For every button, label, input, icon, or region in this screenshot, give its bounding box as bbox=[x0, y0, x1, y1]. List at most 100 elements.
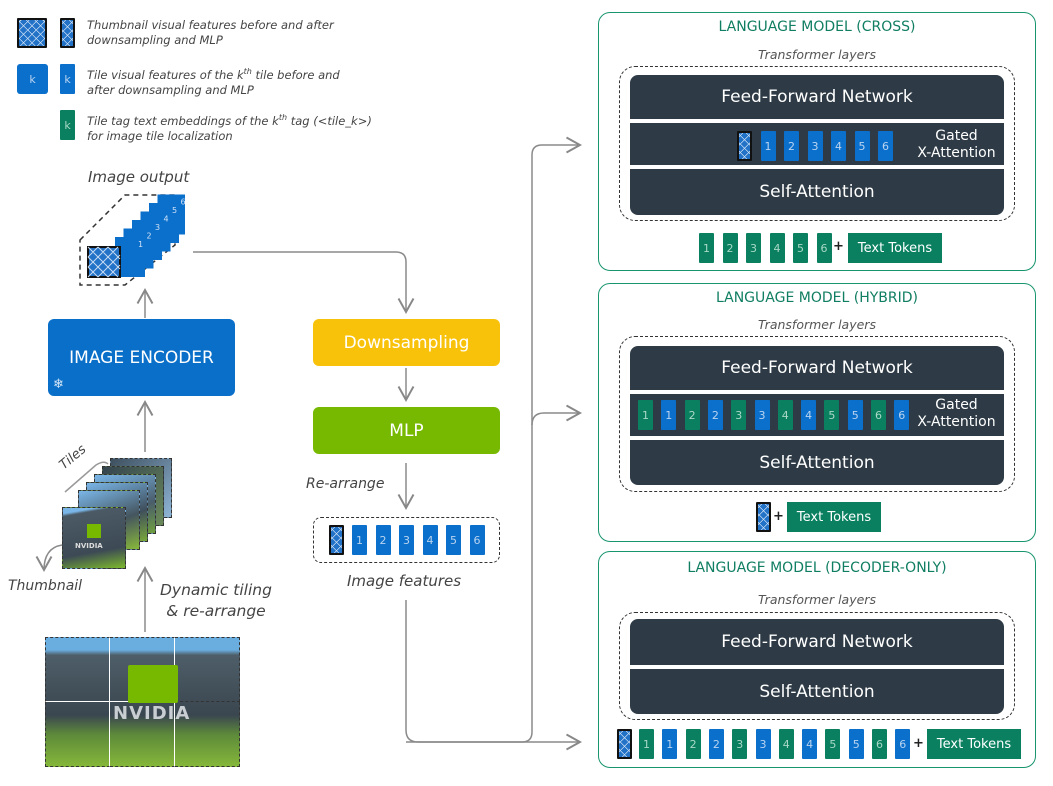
tile-token: 2 bbox=[784, 131, 799, 161]
lm-hybrid-title: LANGUAGE MODEL (HYBRID) bbox=[716, 290, 918, 306]
text-tokens: Text Tokens bbox=[787, 502, 881, 532]
transformer-layers-box bbox=[619, 66, 1015, 221]
legend-tag-text: Tile tag text embeddings of the kth tag … bbox=[87, 113, 372, 143]
thumbnail-feature-before-icon bbox=[17, 18, 47, 48]
arrow-to-hybrid bbox=[531, 404, 583, 426]
output-tile-label: 4 bbox=[164, 215, 169, 224]
image-output-label: Image output bbox=[88, 168, 190, 186]
tile-token: 1 bbox=[352, 525, 367, 555]
tile-token: 6 bbox=[469, 525, 485, 555]
output-tile-label: 2 bbox=[147, 232, 152, 241]
tile-tag-token: 6 bbox=[816, 233, 832, 263]
lm-cross-title: LANGUAGE MODEL (CROSS) bbox=[718, 19, 916, 35]
output-tile-label: 3 bbox=[155, 223, 160, 232]
tile-token: 2 bbox=[708, 729, 724, 759]
nvidia-wordmark: NVIDIA bbox=[113, 703, 191, 724]
tile-tag-token: 1 bbox=[639, 729, 654, 759]
tile-tag-token: 2 bbox=[722, 233, 738, 263]
plus-sign: + bbox=[833, 239, 844, 254]
self-attention-layer: Self-Attention bbox=[630, 440, 1004, 485]
output-tile-label: 1 bbox=[138, 240, 143, 249]
snowflake-icon: ❄ bbox=[53, 377, 64, 392]
ffn-layer: Feed-Forward Network bbox=[630, 346, 1004, 390]
tile-token: 4 bbox=[422, 525, 438, 555]
ffn-layer: Feed-Forward Network bbox=[630, 619, 1004, 665]
thumbnail-feature-after-icon bbox=[60, 18, 75, 48]
plus-sign: + bbox=[773, 509, 784, 524]
thumbnail-label: Thumbnail bbox=[8, 578, 83, 594]
tile-tag-token: 6 bbox=[871, 400, 886, 430]
tile-token: 2 bbox=[707, 400, 723, 430]
nvidia-logo-icon bbox=[128, 665, 178, 703]
legend-thumbnail-text: Thumbnail visual features before and aft… bbox=[87, 18, 334, 47]
lm-decoder-panel: LANGUAGE MODEL (DECODER-ONLY) Transforme… bbox=[598, 551, 1036, 768]
tile-token: 3 bbox=[399, 525, 414, 555]
tile-token: 1 bbox=[661, 400, 677, 430]
tiles-brace bbox=[64, 461, 109, 493]
thumbnail-tile: NVIDIA bbox=[62, 507, 126, 569]
tile-tag-token: 2 bbox=[685, 729, 701, 759]
transformer-layers-label: Transformer layers bbox=[758, 592, 876, 607]
arrow-output-to-downsampling bbox=[193, 251, 415, 315]
tile-token: 6 bbox=[878, 131, 893, 161]
arrow-branch-up bbox=[406, 136, 583, 743]
dynamic-tiling-label: Dynamic tiling & re-arrange bbox=[160, 581, 272, 620]
self-attention-layer: Self-Attention bbox=[630, 169, 1004, 215]
tile-feature-after-icon: k bbox=[60, 64, 75, 94]
lm-hybrid-panel: LANGUAGE MODEL (HYBRID) Transformer laye… bbox=[598, 283, 1036, 542]
tile-tag-token: 4 bbox=[769, 233, 785, 263]
transformer-layers-label: Transformer layers bbox=[758, 317, 876, 332]
tile-token: 5 bbox=[446, 525, 461, 555]
image-features-label: Image features bbox=[347, 572, 462, 590]
tile-tag-token: 6 bbox=[872, 729, 887, 759]
tile-token: 1 bbox=[662, 729, 678, 759]
transformer-layers-box bbox=[619, 612, 1015, 720]
thumbnail-token bbox=[737, 131, 752, 161]
mlp-label: MLP bbox=[389, 420, 424, 441]
output-tile-label: 6 bbox=[181, 198, 186, 207]
arrow-thumbnail bbox=[35, 544, 63, 573]
rearrange-label: Re-arrange bbox=[306, 476, 385, 492]
tile-tag-icon: k bbox=[60, 110, 75, 140]
tile-feature-before-icon: k bbox=[17, 64, 48, 94]
mlp-block: MLP bbox=[313, 407, 500, 454]
thumbnail-token bbox=[756, 502, 771, 532]
output-tile bbox=[157, 194, 185, 235]
text-tokens: Text Tokens bbox=[927, 729, 1021, 759]
output-tile-label: 5 bbox=[172, 206, 177, 215]
tile-token: 5 bbox=[854, 131, 870, 161]
text-tokens: Text Tokens bbox=[848, 233, 942, 263]
tile-tag-token: 4 bbox=[778, 729, 794, 759]
tile-token: 3 bbox=[754, 400, 770, 430]
image-features-box bbox=[313, 517, 500, 563]
tile-tag-token: 1 bbox=[699, 233, 714, 263]
lm-cross-panel: LANGUAGE MODEL (CROSS) Transformer layer… bbox=[598, 12, 1036, 271]
tile-token: 6 bbox=[895, 729, 911, 759]
tile-tag-token: 2 bbox=[684, 400, 700, 430]
thumbnail-token bbox=[617, 729, 632, 759]
tile-tag-token: 5 bbox=[824, 400, 840, 430]
tile-token: 6 bbox=[894, 400, 910, 430]
tile-tag-token: 3 bbox=[732, 729, 748, 759]
tile-tag-token: 1 bbox=[638, 400, 653, 430]
legend-tile-text: Tile visual features of the kth tile bef… bbox=[87, 67, 340, 97]
tile-token: 3 bbox=[755, 729, 771, 759]
ffn-layer: Feed-Forward Network bbox=[630, 75, 1004, 119]
tile-token: 4 bbox=[831, 131, 846, 161]
image-encoder-block: IMAGE ENCODER ❄ bbox=[48, 319, 235, 396]
thumbnail-token bbox=[329, 525, 344, 555]
tile-tag-token: 5 bbox=[825, 729, 841, 759]
tile-token: 2 bbox=[375, 525, 391, 555]
tile-tag-token: 5 bbox=[793, 233, 808, 263]
plus-sign: + bbox=[913, 736, 924, 751]
transformer-layers-box bbox=[619, 336, 1015, 492]
downsampling-block: Downsampling bbox=[313, 319, 500, 366]
tile-token: 1 bbox=[760, 131, 776, 161]
arrow-features-to-decoder bbox=[405, 600, 583, 751]
tiles-stack: NVIDIA bbox=[62, 455, 177, 570]
image-encoder-label: IMAGE ENCODER bbox=[69, 347, 214, 368]
tile-tag-token: 4 bbox=[777, 400, 793, 430]
